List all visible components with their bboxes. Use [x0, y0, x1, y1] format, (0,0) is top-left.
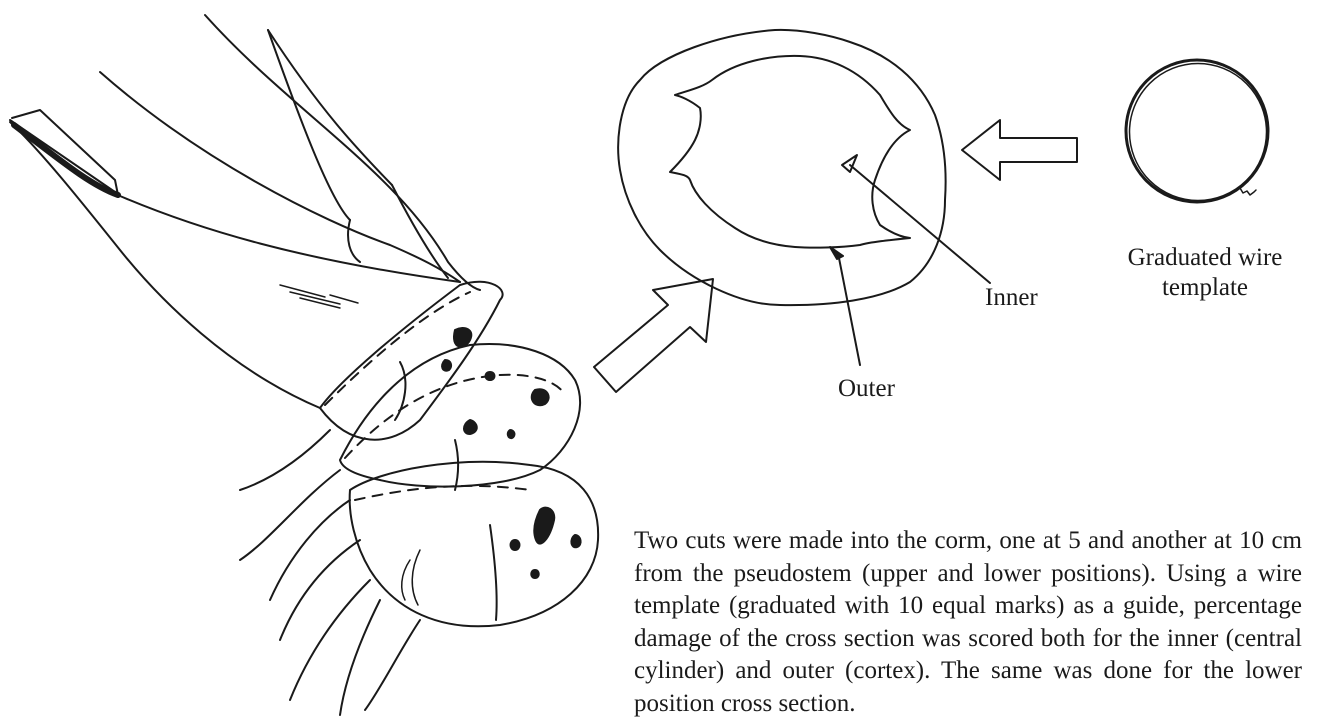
- wire-template-ring: [1126, 60, 1268, 202]
- pointer-arrow-icon: [838, 253, 860, 365]
- cross-section-outer-ring: [618, 30, 945, 305]
- banana-corm-sketch: [10, 15, 598, 715]
- cross-section-diagram: [618, 30, 945, 305]
- pointer-arrow-icon: [850, 165, 990, 283]
- corm-roots: [240, 430, 330, 490]
- pseudostem-outline: [205, 15, 480, 290]
- hollow-arrow-icon: [962, 120, 1077, 180]
- label-wire-line-1: Graduated wire: [1110, 243, 1300, 273]
- hollow-arrow-icon: [594, 279, 713, 392]
- label-inner: Inner: [985, 283, 1038, 313]
- label-wire-line-2: template: [1110, 273, 1300, 303]
- label-outer: Outer: [838, 374, 895, 404]
- cross-section-inner-core: [670, 56, 910, 248]
- figure-caption: Two cuts were made into the corm, one at…: [634, 525, 1302, 720]
- label-graduated-wire-template: Graduated wire template: [1110, 243, 1300, 303]
- corm-slice-top: [320, 282, 503, 440]
- corm-slice-bottom: [350, 462, 598, 626]
